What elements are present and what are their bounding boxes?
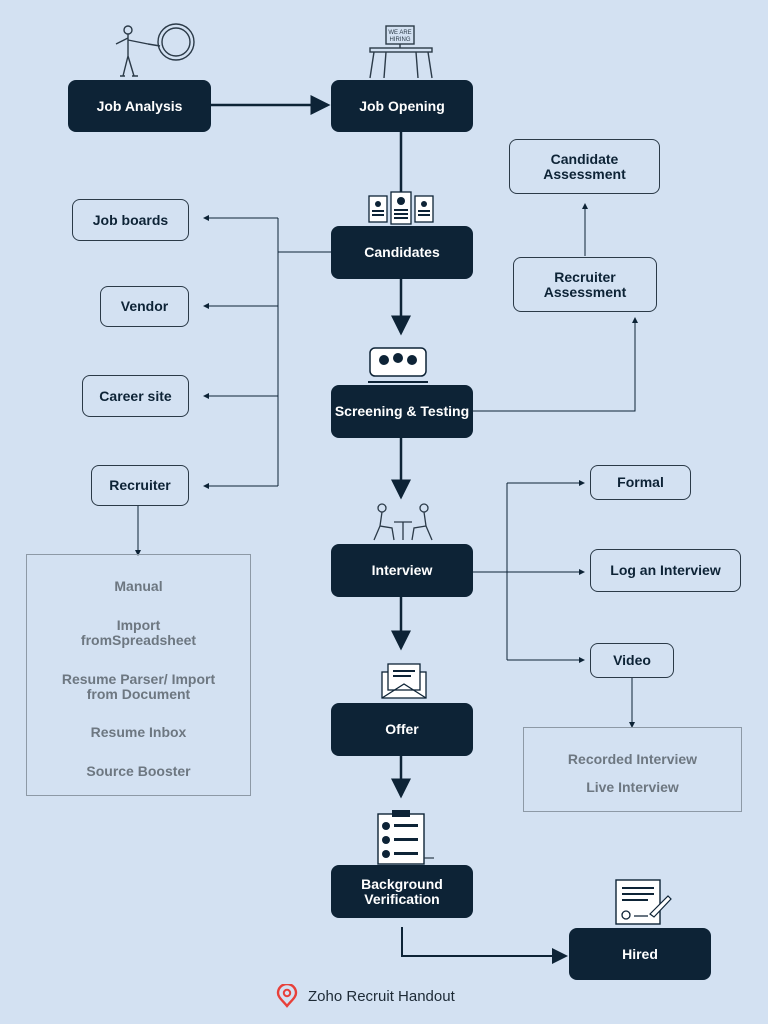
vendor-node: Vendor bbox=[100, 286, 189, 327]
sourcing-method-item: Source Booster bbox=[86, 763, 191, 779]
person-magnifier-illustration bbox=[115, 23, 195, 77]
svg-text:WE ARE: WE ARE bbox=[388, 30, 411, 36]
candidate-profiles-illustration bbox=[368, 191, 434, 225]
verification-checklist-illustration bbox=[377, 810, 434, 865]
job-opening-node: Job Opening bbox=[331, 80, 473, 132]
offer-envelope-illustration bbox=[381, 663, 427, 699]
interview-type-item: Live Interview bbox=[586, 779, 679, 795]
log-interview-node: Log an Interview bbox=[590, 549, 741, 592]
recruiter-node: Recruiter bbox=[91, 465, 189, 506]
arrow-background-hired bbox=[401, 927, 568, 964]
signed-contract-illustration bbox=[615, 879, 672, 925]
sourcing-method-item: Resume Inbox bbox=[90, 724, 187, 740]
job-boards-node: Job boards bbox=[72, 199, 189, 241]
hired-node: Hired bbox=[569, 928, 711, 980]
sourcing-method-item: Manual bbox=[114, 578, 163, 594]
interview-node: Interview bbox=[331, 544, 473, 597]
sourcing-methods-box: Manual Import fromSpreadsheet Resume Par… bbox=[26, 554, 251, 796]
job-analysis-node: Job Analysis bbox=[68, 80, 211, 132]
interview-meeting-illustration bbox=[373, 503, 433, 541]
video-node: Video bbox=[590, 643, 674, 678]
we-are-hiring-desk-illustration: WE ARE HIRING bbox=[369, 25, 433, 79]
recruiter-assessment-node: Recruiter Assessment bbox=[513, 257, 657, 312]
screening-testing-node: Screening & Testing bbox=[331, 385, 473, 438]
interview-type-item: Recorded Interview bbox=[567, 751, 698, 767]
brand-text: Zoho Recruit Handout bbox=[308, 987, 455, 1005]
sourcing-method-item: Import fromSpreadsheet bbox=[80, 617, 197, 648]
offer-node: Offer bbox=[331, 703, 473, 756]
footer-brand: Zoho Recruit Handout bbox=[274, 984, 455, 1008]
arrow-screening-recruiter-assessment bbox=[473, 317, 638, 412]
zoho-location-pin-icon bbox=[276, 984, 298, 1008]
sourcing-method-item: Resume Parser/ Import from Document bbox=[61, 671, 216, 702]
candidates-node: Candidates bbox=[331, 226, 473, 279]
candidate-assessment-node: Candidate Assessment bbox=[509, 139, 660, 194]
svg-text:HIRING: HIRING bbox=[390, 37, 411, 43]
background-verification-node: Background Verification bbox=[331, 865, 473, 918]
interview-types-box: Recorded Interview Live Interview bbox=[523, 727, 742, 812]
screening-panel-illustration bbox=[368, 347, 428, 383]
career-site-node: Career site bbox=[82, 375, 189, 417]
formal-node: Formal bbox=[590, 465, 691, 500]
